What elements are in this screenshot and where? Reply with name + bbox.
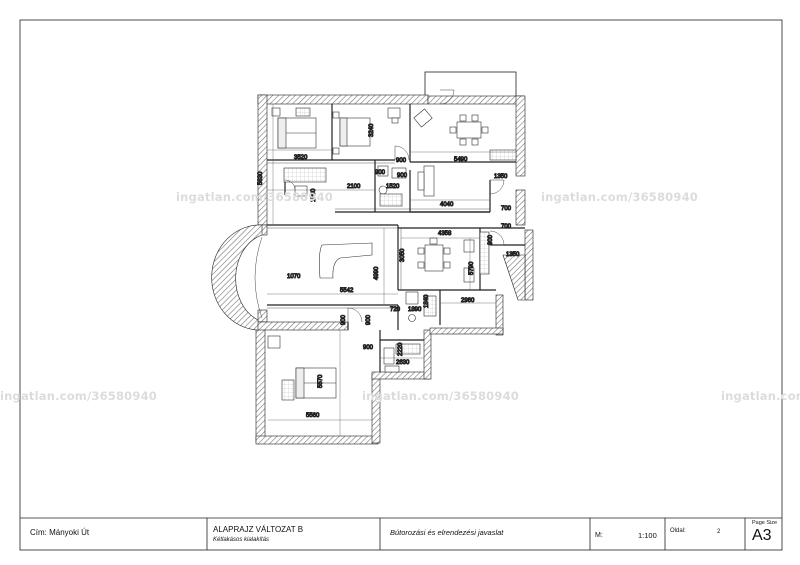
dim-900a: 900 <box>396 158 407 164</box>
watermark-mid-center: ingatlan.com/36580940 <box>362 389 519 403</box>
dim-4358: 4358 <box>438 231 452 237</box>
dim-1520: 1520 <box>386 184 400 190</box>
scale-value: 1:100 <box>638 531 657 540</box>
title-block <box>20 517 782 550</box>
dim-4990: 4990 <box>374 266 380 280</box>
dim-1350a: 1350 <box>494 174 508 180</box>
dim-3520: 3520 <box>294 155 308 161</box>
dim-900e: 900 <box>363 345 374 351</box>
sheet-border <box>19 19 783 551</box>
description-label: Bútorozási és elrendezési javaslat <box>390 528 504 537</box>
page-size-value: A3 <box>752 527 772 544</box>
address-label: Cím: Mányoki Út <box>30 528 90 537</box>
dim-700b: 700 <box>501 224 512 230</box>
watermark-top-center: ingatlan.com/36580940 <box>176 190 333 204</box>
furniture <box>267 107 517 401</box>
floor-plan: 3520 3240 900 5490 900 5830 2100 900 152… <box>211 71 534 445</box>
page-size-label: Page Size <box>752 520 778 526</box>
dim-900g: 900 <box>366 314 372 325</box>
dim-700a: 700 <box>501 206 512 212</box>
bay-window <box>211 224 263 331</box>
dim-5830: 5830 <box>258 171 264 185</box>
dim-900f: 900 <box>341 314 347 325</box>
watermark-mid-left: ingatlan.com/36580940 <box>0 389 157 403</box>
exterior-walls <box>255 94 534 445</box>
drawing-subtitle: Kétlakásos kialakítás <box>213 537 270 543</box>
dim-2630: 2630 <box>396 360 410 366</box>
dim-900d: 900 <box>488 234 494 245</box>
door-swings <box>284 89 505 323</box>
dim-5570: 5570 <box>318 374 324 388</box>
dim-2100: 2100 <box>347 184 361 190</box>
page-number: 2 <box>717 529 721 535</box>
dim-2220: 2220 <box>398 342 404 356</box>
dim-1070: 1070 <box>287 274 301 280</box>
dining-table-middle <box>424 244 444 272</box>
dimension-lines <box>267 104 516 436</box>
dim-5490: 5490 <box>454 157 468 163</box>
watermark-top-right: ingatlan.com/36580940 <box>541 190 698 204</box>
dim-720: 720 <box>390 307 401 313</box>
dim-3050: 3050 <box>400 248 406 262</box>
dim-5542: 5542 <box>340 288 354 294</box>
dim-5790: 5790 <box>469 261 475 275</box>
right-projection <box>502 254 526 301</box>
page-label: Oldal: <box>670 528 686 534</box>
sofa-middle <box>423 165 435 197</box>
dim-2960: 2960 <box>461 298 475 304</box>
dim-1350b: 1350 <box>506 252 520 258</box>
dim-1890: 1890 <box>408 307 422 313</box>
curved-sofa <box>319 242 373 279</box>
dim-3240: 3240 <box>369 123 375 137</box>
dim-5560: 5560 <box>306 413 320 419</box>
dim-1840: 1840 <box>424 294 430 308</box>
dim-1500: 1500 <box>311 188 317 202</box>
dim-900b: 900 <box>397 173 408 179</box>
watermark-mid-right: ingatlan.com/36580940 <box>721 389 800 403</box>
scale-label: M: <box>595 532 603 539</box>
drawing-title: ALAPRAJZ VÁLTOZAT B <box>213 525 304 534</box>
dining-table-top <box>456 121 482 139</box>
dimension-labels: 3520 3240 900 5490 900 5830 2100 900 152… <box>258 122 521 419</box>
dim-900c: 900 <box>375 170 386 176</box>
dim-4040: 4040 <box>440 202 454 208</box>
